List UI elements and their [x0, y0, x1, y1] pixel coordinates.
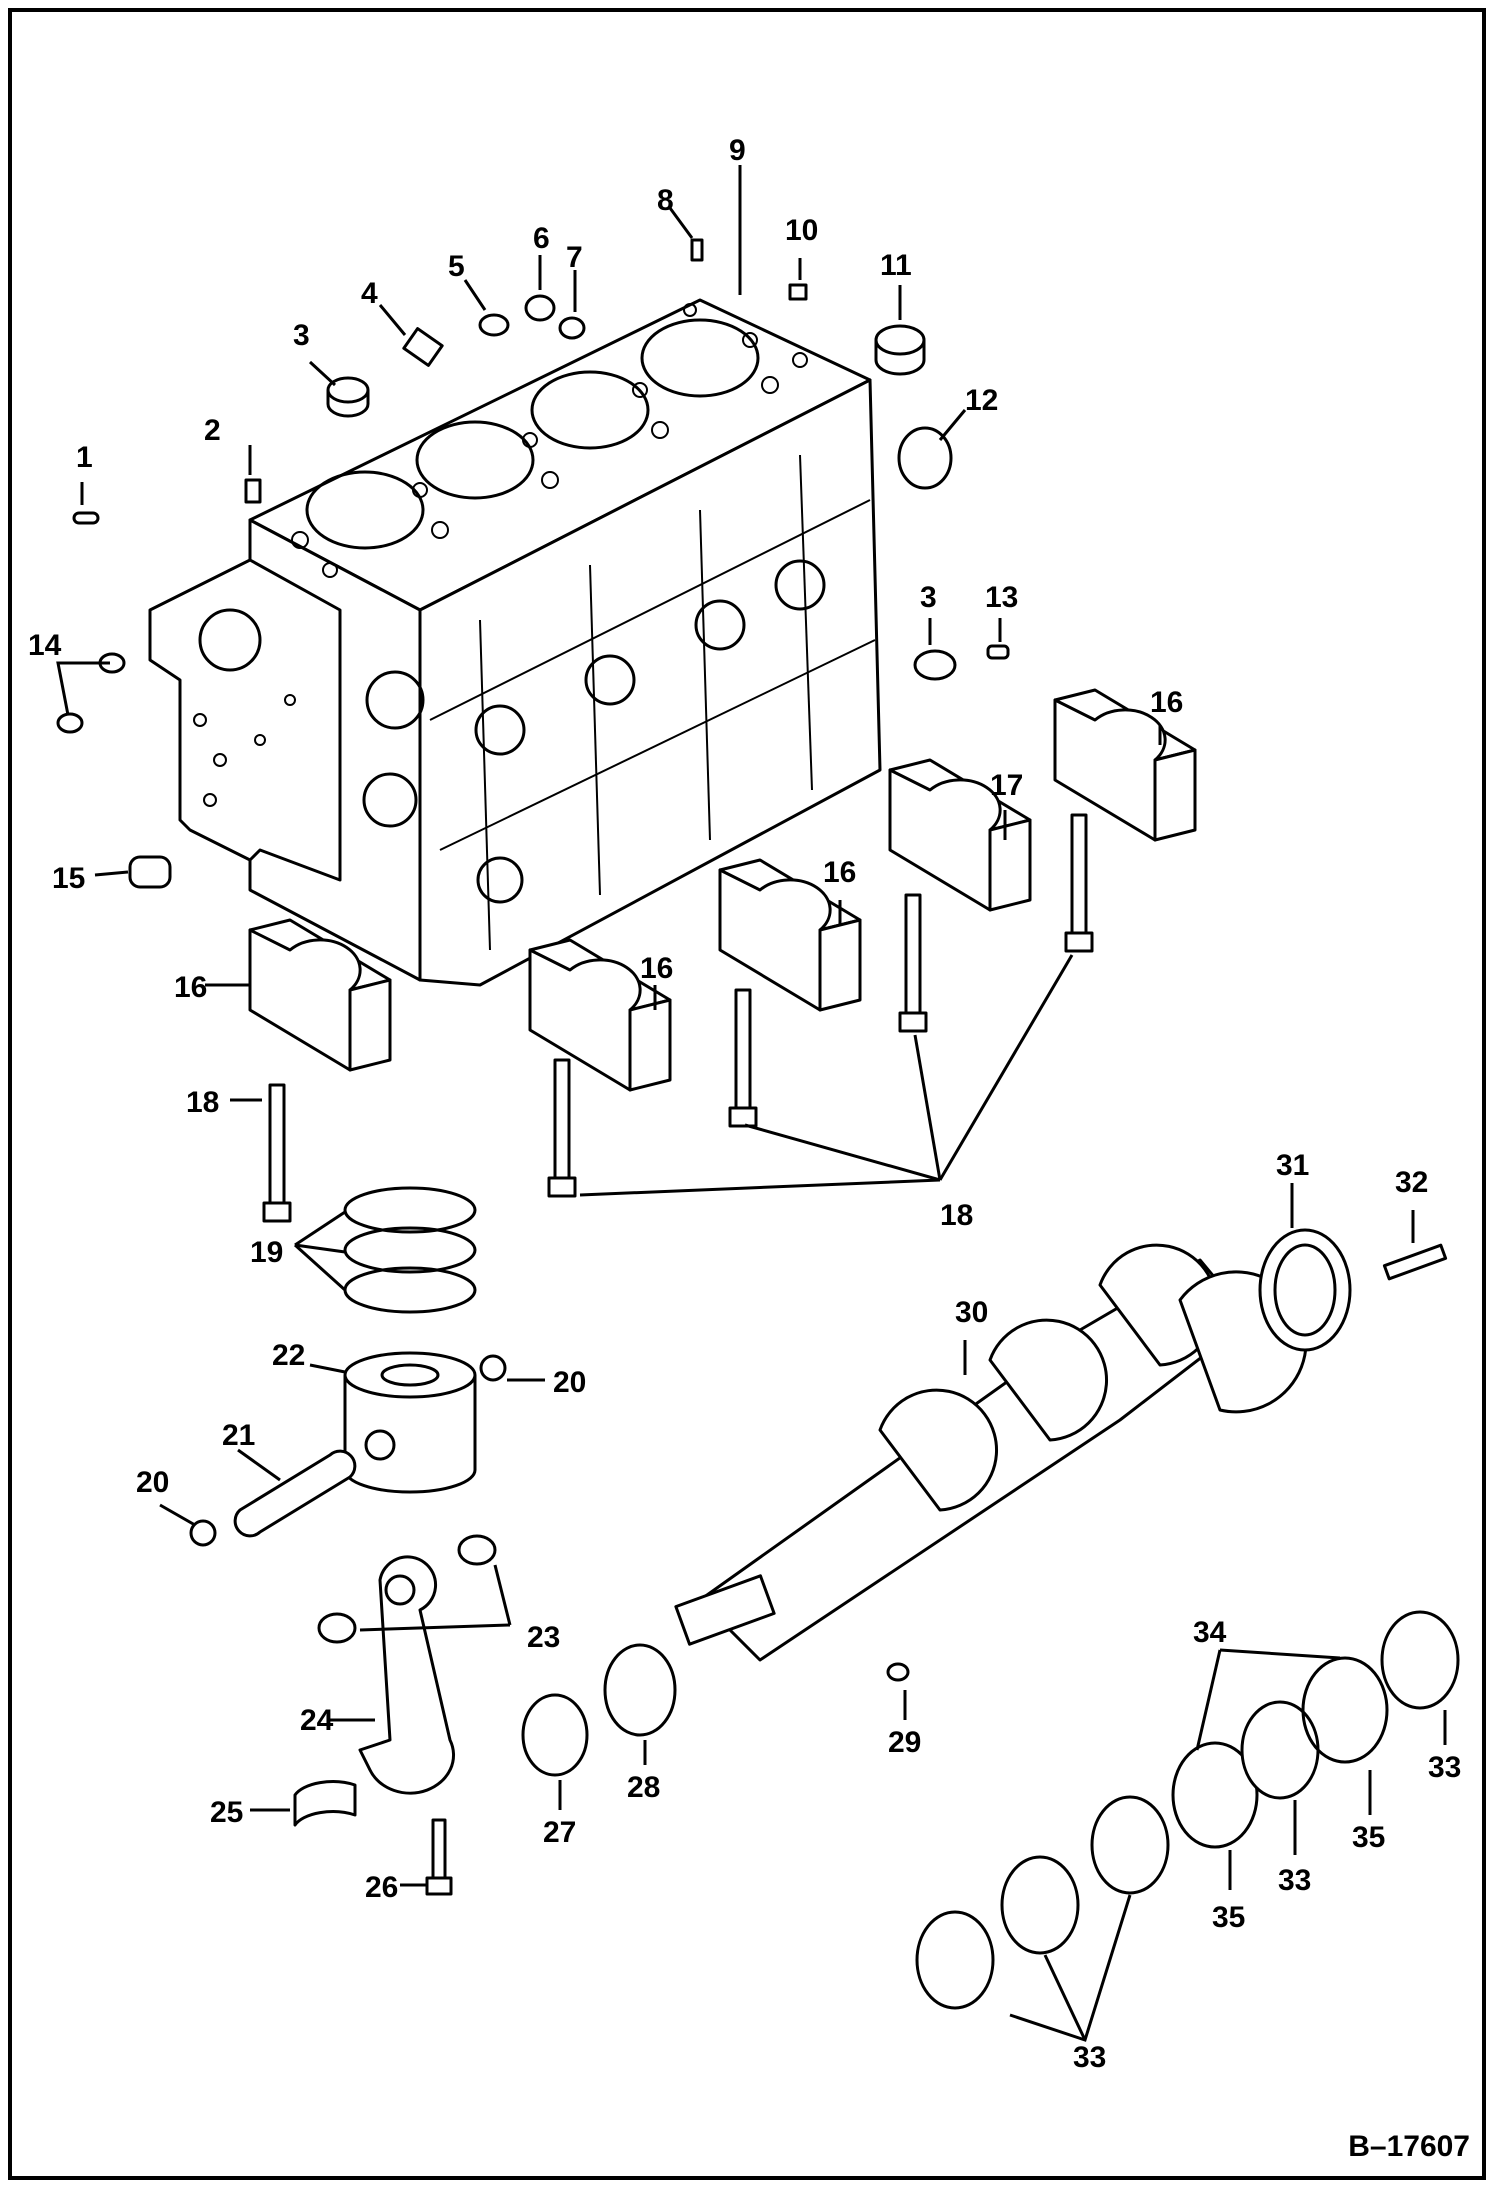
callout-31: 31 [1276, 1149, 1309, 1182]
callout-7: 7 [566, 241, 583, 274]
callout-34: 34 [1193, 1616, 1227, 1649]
callout-4: 4 [361, 277, 378, 310]
callout-14: 14 [28, 629, 62, 662]
callout-10: 10 [785, 214, 818, 247]
cylinder-block [148, 298, 882, 987]
callout-33-mid-right: 33 [1278, 1864, 1311, 1897]
callout-16-mid: 16 [823, 856, 856, 889]
callout-16-center: 16 [640, 952, 673, 985]
callout-22: 22 [272, 1339, 305, 1372]
callout-1: 1 [76, 441, 93, 474]
main-bearings [915, 1610, 1460, 2010]
callout-2: 2 [204, 414, 221, 447]
callout-18-right: 18 [940, 1199, 973, 1232]
callout-11: 11 [880, 249, 912, 282]
callout-32: 32 [1395, 1166, 1428, 1199]
top-small-parts [56, 238, 1010, 889]
callout-25: 25 [210, 1796, 243, 1829]
callout-33-bottom: 33 [1073, 2041, 1106, 2074]
callout-labels: 1 2 3 4 5 6 7 8 9 10 11 12 3 13 14 15 16… [28, 134, 1461, 2074]
callout-5: 5 [448, 250, 465, 283]
callout-13: 13 [985, 581, 1018, 614]
callout-28: 28 [627, 1771, 660, 1804]
crankshaft [521, 1228, 1448, 1777]
callout-3-right: 3 [920, 581, 937, 614]
callout-16-right: 16 [1150, 686, 1183, 719]
callout-35-right: 35 [1352, 1821, 1385, 1854]
callout-16-left: 16 [174, 971, 207, 1004]
callout-19: 19 [250, 1236, 283, 1269]
main-bearing-caps [248, 688, 1197, 1092]
callout-3: 3 [293, 319, 310, 352]
callout-30: 30 [955, 1296, 988, 1329]
callout-24: 24 [300, 1704, 334, 1737]
callout-20-left: 20 [136, 1466, 169, 1499]
callout-8: 8 [657, 184, 674, 217]
figure-reference-number: B–17607 [1348, 2130, 1470, 2163]
leader-lines [56, 165, 1447, 2042]
callout-20-right: 20 [553, 1366, 586, 1399]
callout-33-far-right: 33 [1428, 1751, 1461, 1784]
callout-17: 17 [990, 769, 1023, 802]
diagram-frame [8, 8, 1486, 2180]
callout-21: 21 [222, 1419, 255, 1452]
callout-6: 6 [533, 222, 550, 255]
callout-15: 15 [52, 862, 85, 895]
callout-23: 23 [527, 1621, 560, 1654]
callout-29: 29 [888, 1726, 921, 1759]
callout-27: 27 [543, 1816, 576, 1849]
cap-bolts [262, 813, 1094, 1223]
callout-18-left: 18 [186, 1086, 219, 1119]
callout-35-left: 35 [1212, 1901, 1245, 1934]
callout-26: 26 [365, 1871, 398, 1904]
callout-9: 9 [729, 134, 746, 167]
piston-group [189, 1186, 507, 1896]
callout-12: 12 [965, 384, 998, 417]
